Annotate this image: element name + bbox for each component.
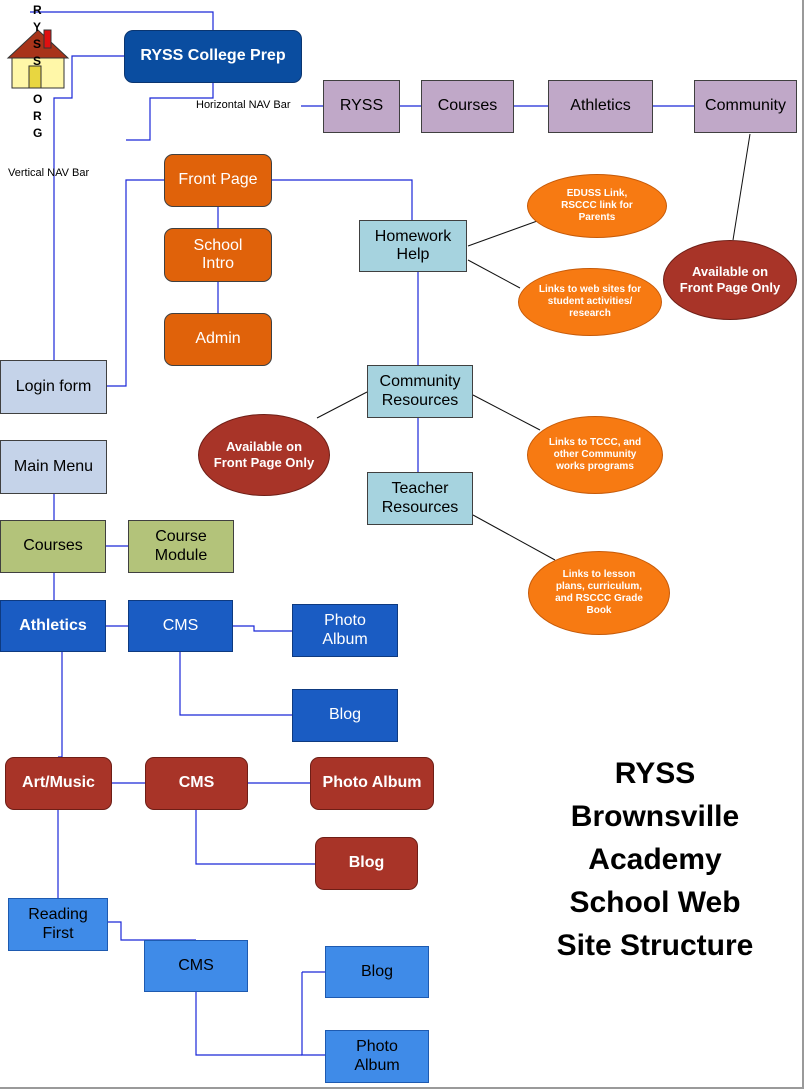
art-music-node: Art/Music (5, 757, 112, 810)
title-line: Academy (588, 843, 722, 876)
logo-letter: R (33, 3, 42, 17)
web-sites-note: Links to web sites for student activitie… (518, 268, 662, 336)
hnav-courses-node: Courses (421, 80, 514, 133)
art-blog-node: Blog (315, 837, 418, 890)
logo-letter: O (33, 92, 43, 106)
title-line: Site Structure (556, 929, 754, 962)
available-front-page-note: Available on Front Page Only (663, 240, 797, 320)
reading-cms-node: CMS (144, 940, 248, 992)
login-form-node: Login form (0, 360, 107, 414)
logo-letter: G (33, 126, 43, 140)
art-cms-node: CMS (145, 757, 248, 810)
art-photo-album-node: Photo Album (310, 757, 434, 810)
athletics-blog-node: Blog (292, 689, 398, 742)
admin-node: Admin (164, 313, 272, 366)
house-logo-icon (6, 29, 70, 89)
athletics-cms-node: CMS (128, 600, 233, 652)
athletics-node: Athletics (0, 600, 106, 652)
title-line: Brownsville (570, 800, 740, 833)
horizontal-nav-label: Horizontal NAV Bar (196, 99, 291, 111)
homework-help-node: Homework Help (359, 220, 467, 272)
reading-first-node: Reading First (8, 898, 108, 951)
courses-node: Courses (0, 520, 106, 573)
course-module-node: Course Module (128, 520, 234, 573)
logo-letter: S (33, 37, 42, 51)
college-prep-node: RYSS College Prep (124, 30, 302, 83)
hnav-athletics-node: Athletics (548, 80, 653, 133)
main-menu-node: Main Menu (0, 440, 107, 494)
reading-blog-node: Blog (325, 946, 429, 998)
logo-letter: Y (33, 20, 42, 34)
logo-letter: S (33, 54, 42, 68)
teacher-resources-node: Teacher Resources (367, 472, 473, 525)
title-line: School Web (569, 886, 741, 919)
tccc-links-note: Links to TCCC, and other Community works… (527, 416, 663, 494)
hnav-community-node: Community (694, 80, 797, 133)
school-intro-node: School Intro (164, 228, 272, 282)
lesson-links-note: Links to lesson plans, curriculum, and R… (528, 551, 670, 635)
reading-photo-album-node: Photo Album (325, 1030, 429, 1083)
title-line: RYSS (614, 757, 696, 790)
logo-letter: R (33, 109, 42, 123)
eduss-link-note: EDUSS Link, RSCCC link for Parents (527, 174, 667, 238)
athletics-photo-album-node: Photo Album (292, 604, 398, 657)
hnav-ryss-node: RYSS (323, 80, 400, 133)
available-front-page-note: Available on Front Page Only (198, 414, 330, 496)
front-page-node: Front Page (164, 154, 272, 207)
community-resources-node: Community Resources (367, 365, 473, 418)
vertical-nav-label: Vertical NAV Bar (8, 167, 90, 179)
